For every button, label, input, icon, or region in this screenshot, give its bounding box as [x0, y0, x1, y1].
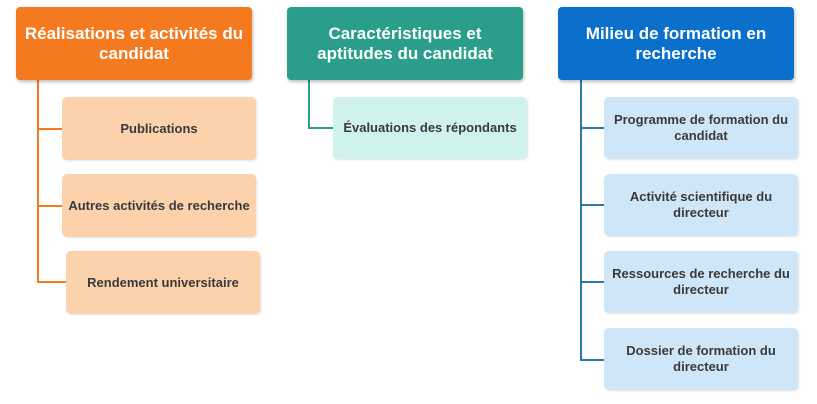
node-candidate-training-program: Programme de formation du candidat [604, 97, 798, 159]
node-label: Programme de formation du candidat [613, 112, 789, 143]
node-academic-performance: Rendement universitaire [66, 251, 260, 314]
connector-vertical-3 [580, 80, 582, 361]
node-label: Dossier de formation du directeur [626, 343, 776, 374]
node-label: Activité scientifique du directeur [629, 189, 773, 220]
column-header-research-training-environment: Milieu de formation en recherche [558, 7, 794, 80]
node-supervisor-research-resources: Ressources de recherche du directeur [604, 251, 798, 313]
node-label: Évaluations des répondants [343, 120, 517, 135]
connector-3-1 [580, 127, 604, 129]
connector-1-1 [37, 128, 62, 130]
connector-3-3 [580, 281, 604, 283]
node-other-research-activities: Autres activités de recherche [62, 174, 256, 237]
connector-2-1 [308, 127, 333, 129]
node-supervisor-scientific-activity: Activité scientifique du directeur [604, 174, 798, 236]
node-label: Ressources de recherche du directeur [612, 266, 790, 297]
column-header-title: Milieu de formation en recherche [585, 23, 767, 63]
column-header-title: Caractéristiques et aptitudes du candida… [317, 23, 493, 63]
connector-3-4 [580, 359, 604, 361]
node-publications: Publications [62, 97, 256, 160]
connector-3-2 [580, 204, 604, 206]
connector-1-2 [37, 205, 62, 207]
connector-vertical-1 [37, 80, 39, 283]
node-label: Publications [120, 120, 198, 136]
node-supervisor-training-record: Dossier de formation du directeur [604, 328, 798, 390]
node-referee-assessments: Évaluations des répondants [333, 97, 527, 159]
column-header-candidate-characteristics: Caractéristiques et aptitudes du candida… [287, 7, 523, 80]
connector-1-3 [37, 281, 66, 283]
column-header-title: Réalisations et activités du candidat [24, 23, 244, 63]
column-header-candidate-achievements: Réalisations et activités du candidat [16, 7, 252, 80]
node-label: Autres activités de recherche [68, 197, 250, 213]
node-label: Rendement universitaire [87, 274, 239, 290]
connector-vertical-2 [308, 80, 310, 129]
